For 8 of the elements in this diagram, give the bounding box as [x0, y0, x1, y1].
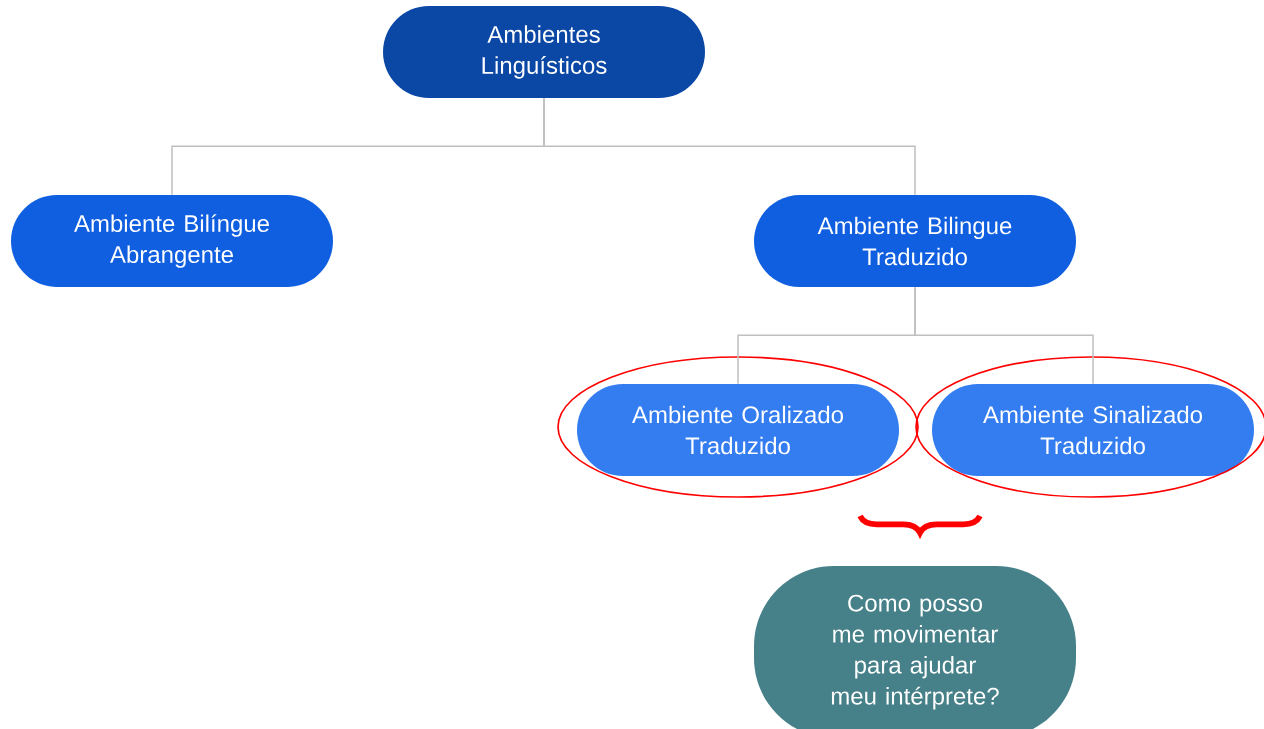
rounded-box: Ambiente Bilíngue Abrangente: [11, 195, 333, 287]
rounded-box: Ambiente Oralizado Traduzido: [577, 384, 899, 476]
rounded-box: Como posso me movimentar para ajudar meu intérprete?: [754, 566, 1076, 729]
rounded-box: Ambientes Linguísticos: [383, 6, 705, 98]
rounded-box: Ambiente Sinalizado Traduzido: [932, 384, 1254, 476]
connector-line: [914, 286, 1094, 385]
rounded-box: Ambiente Bilingue Traduzido: [754, 195, 1076, 287]
connector-line: [543, 97, 916, 196]
